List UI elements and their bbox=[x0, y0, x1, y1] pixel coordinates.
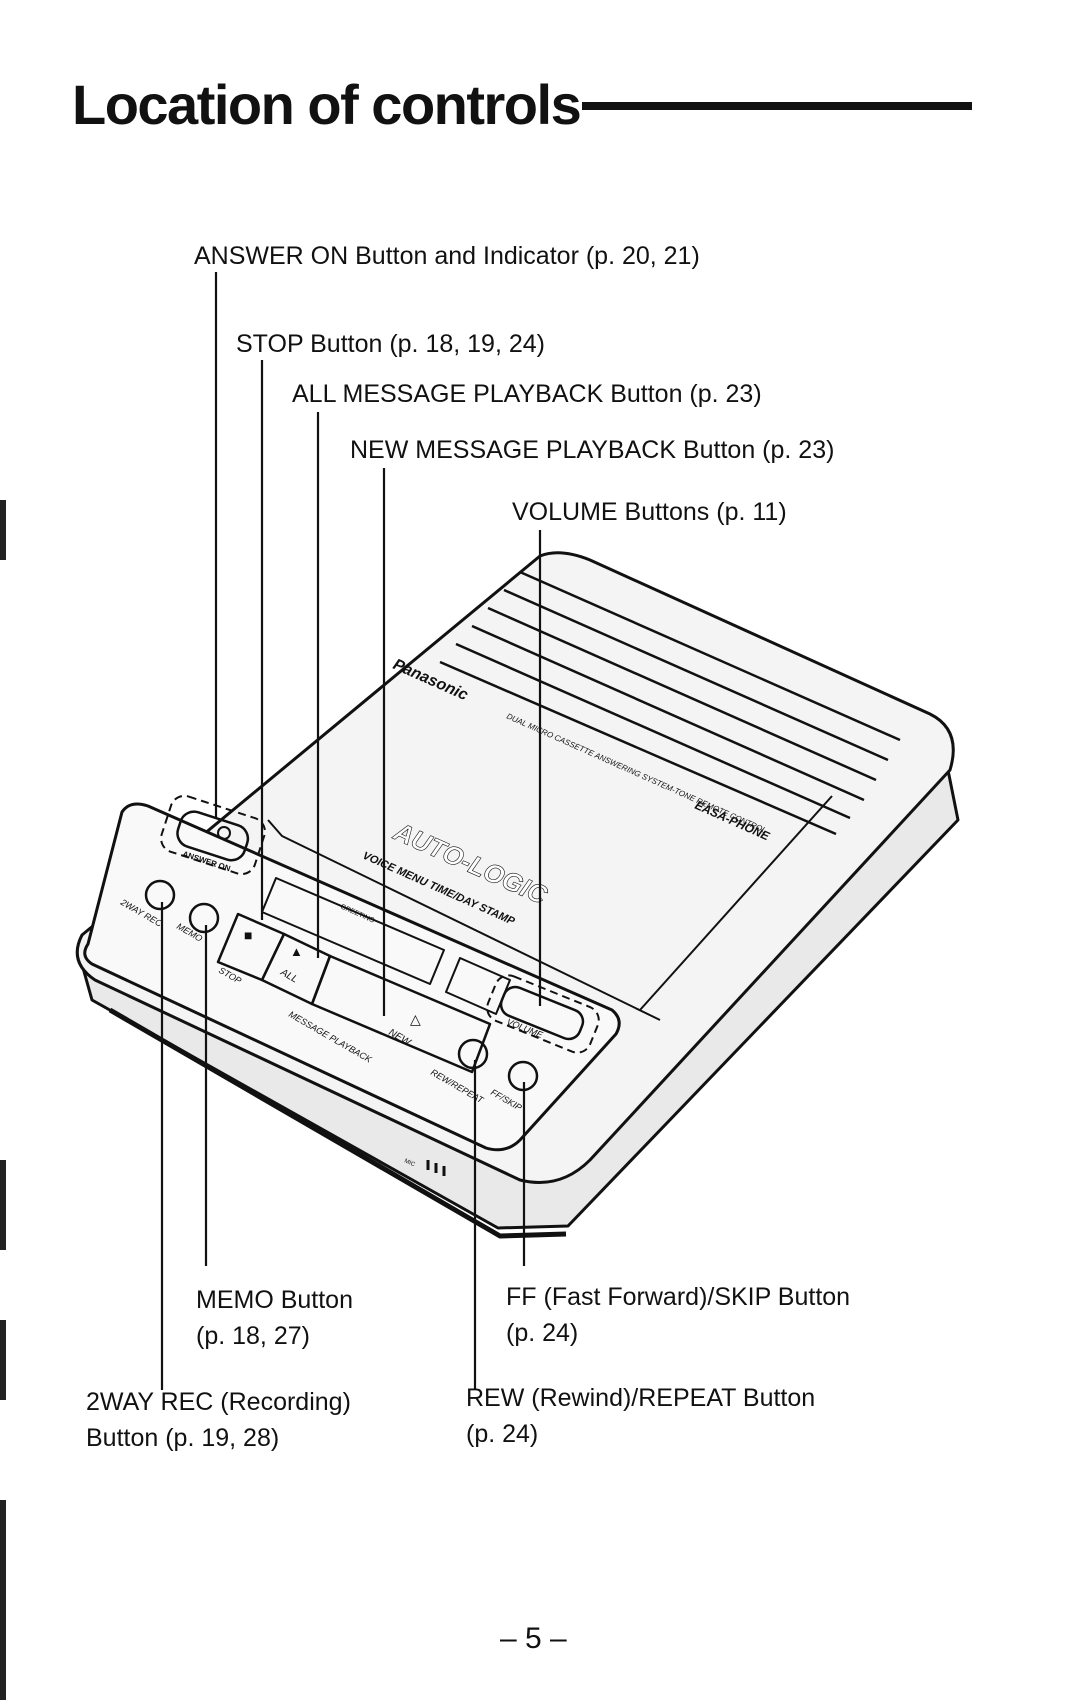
new-message-playback-label: NEW MESSAGE PLAYBACK Button (p. 23) bbox=[350, 436, 835, 464]
title-rule bbox=[582, 102, 972, 110]
twoway-label-line2: Button (p. 19, 28) bbox=[86, 1424, 280, 1452]
twoway-rec-label: 2WAY REC (Recording) Button (p. 19, 28) bbox=[86, 1384, 351, 1456]
page-title: Location of controls bbox=[72, 73, 582, 136]
scan-edge-mark bbox=[0, 1160, 6, 1250]
volume-key bbox=[499, 985, 585, 1041]
scan-edge-mark bbox=[0, 500, 6, 560]
answer-on-label: ANSWER ON Button and Indicator (p. 20, 2… bbox=[194, 242, 700, 270]
twoway-rec-button-shape bbox=[144, 879, 176, 911]
mic-text: MIC bbox=[403, 1158, 416, 1168]
cassette-lid-edge bbox=[267, 819, 661, 1021]
counter-window bbox=[445, 957, 511, 1015]
leader-lines bbox=[160, 272, 542, 1390]
answer-on-indicator bbox=[217, 826, 231, 840]
memo-label-line2: (p. 18, 27) bbox=[196, 1322, 310, 1350]
rew-label-line2: (p. 24) bbox=[466, 1420, 539, 1448]
ff-skip-label: FF (Fast Forward)/SKIP Button (p. 24) bbox=[506, 1279, 850, 1351]
answer-on-key bbox=[176, 810, 250, 862]
device-base-shadow bbox=[108, 1007, 567, 1239]
scan-edge-mark bbox=[0, 1500, 6, 1700]
memo-label: MEMO Button (p. 18, 27) bbox=[196, 1282, 353, 1354]
rew-repeat-label: REW (Rewind)/REPEAT Button (p. 24) bbox=[466, 1380, 815, 1452]
twoway-label-line1: 2WAY REC (Recording) bbox=[86, 1388, 351, 1416]
right-side-edge bbox=[639, 795, 833, 1011]
rew-button-shape bbox=[457, 1038, 489, 1070]
answer-on-key-outline bbox=[160, 794, 266, 876]
scan-edge-mark bbox=[0, 1320, 6, 1400]
new-play-symbol: △ bbox=[410, 1011, 421, 1027]
mic-slots bbox=[426, 1160, 446, 1176]
stop-label: STOP Button (p. 18, 19, 24) bbox=[236, 330, 545, 358]
volume-key-outline bbox=[486, 974, 600, 1054]
new-key-shape bbox=[310, 954, 492, 1074]
answering-machine bbox=[75, 551, 960, 1239]
all-message-playback-label: ALL MESSAGE PLAYBACK Button (p. 23) bbox=[292, 380, 762, 408]
stop-symbol: ■ bbox=[244, 927, 252, 943]
page-number: – 5 – bbox=[500, 1622, 567, 1655]
control-panel bbox=[83, 802, 621, 1152]
memo-button-shape bbox=[188, 902, 220, 934]
memo-label-line1: MEMO Button bbox=[196, 1286, 353, 1314]
all-play-symbol: ▲ bbox=[290, 944, 303, 959]
speaker-grille bbox=[439, 570, 901, 836]
display-window bbox=[261, 877, 445, 985]
ff-label-line1: FF (Fast Forward)/SKIP Button bbox=[506, 1283, 851, 1311]
ff-label-line2: (p. 24) bbox=[506, 1319, 579, 1347]
rew-label-line1: REW (Rewind)/REPEAT Button bbox=[466, 1384, 816, 1412]
volume-label: VOLUME Buttons (p. 11) bbox=[512, 498, 787, 526]
